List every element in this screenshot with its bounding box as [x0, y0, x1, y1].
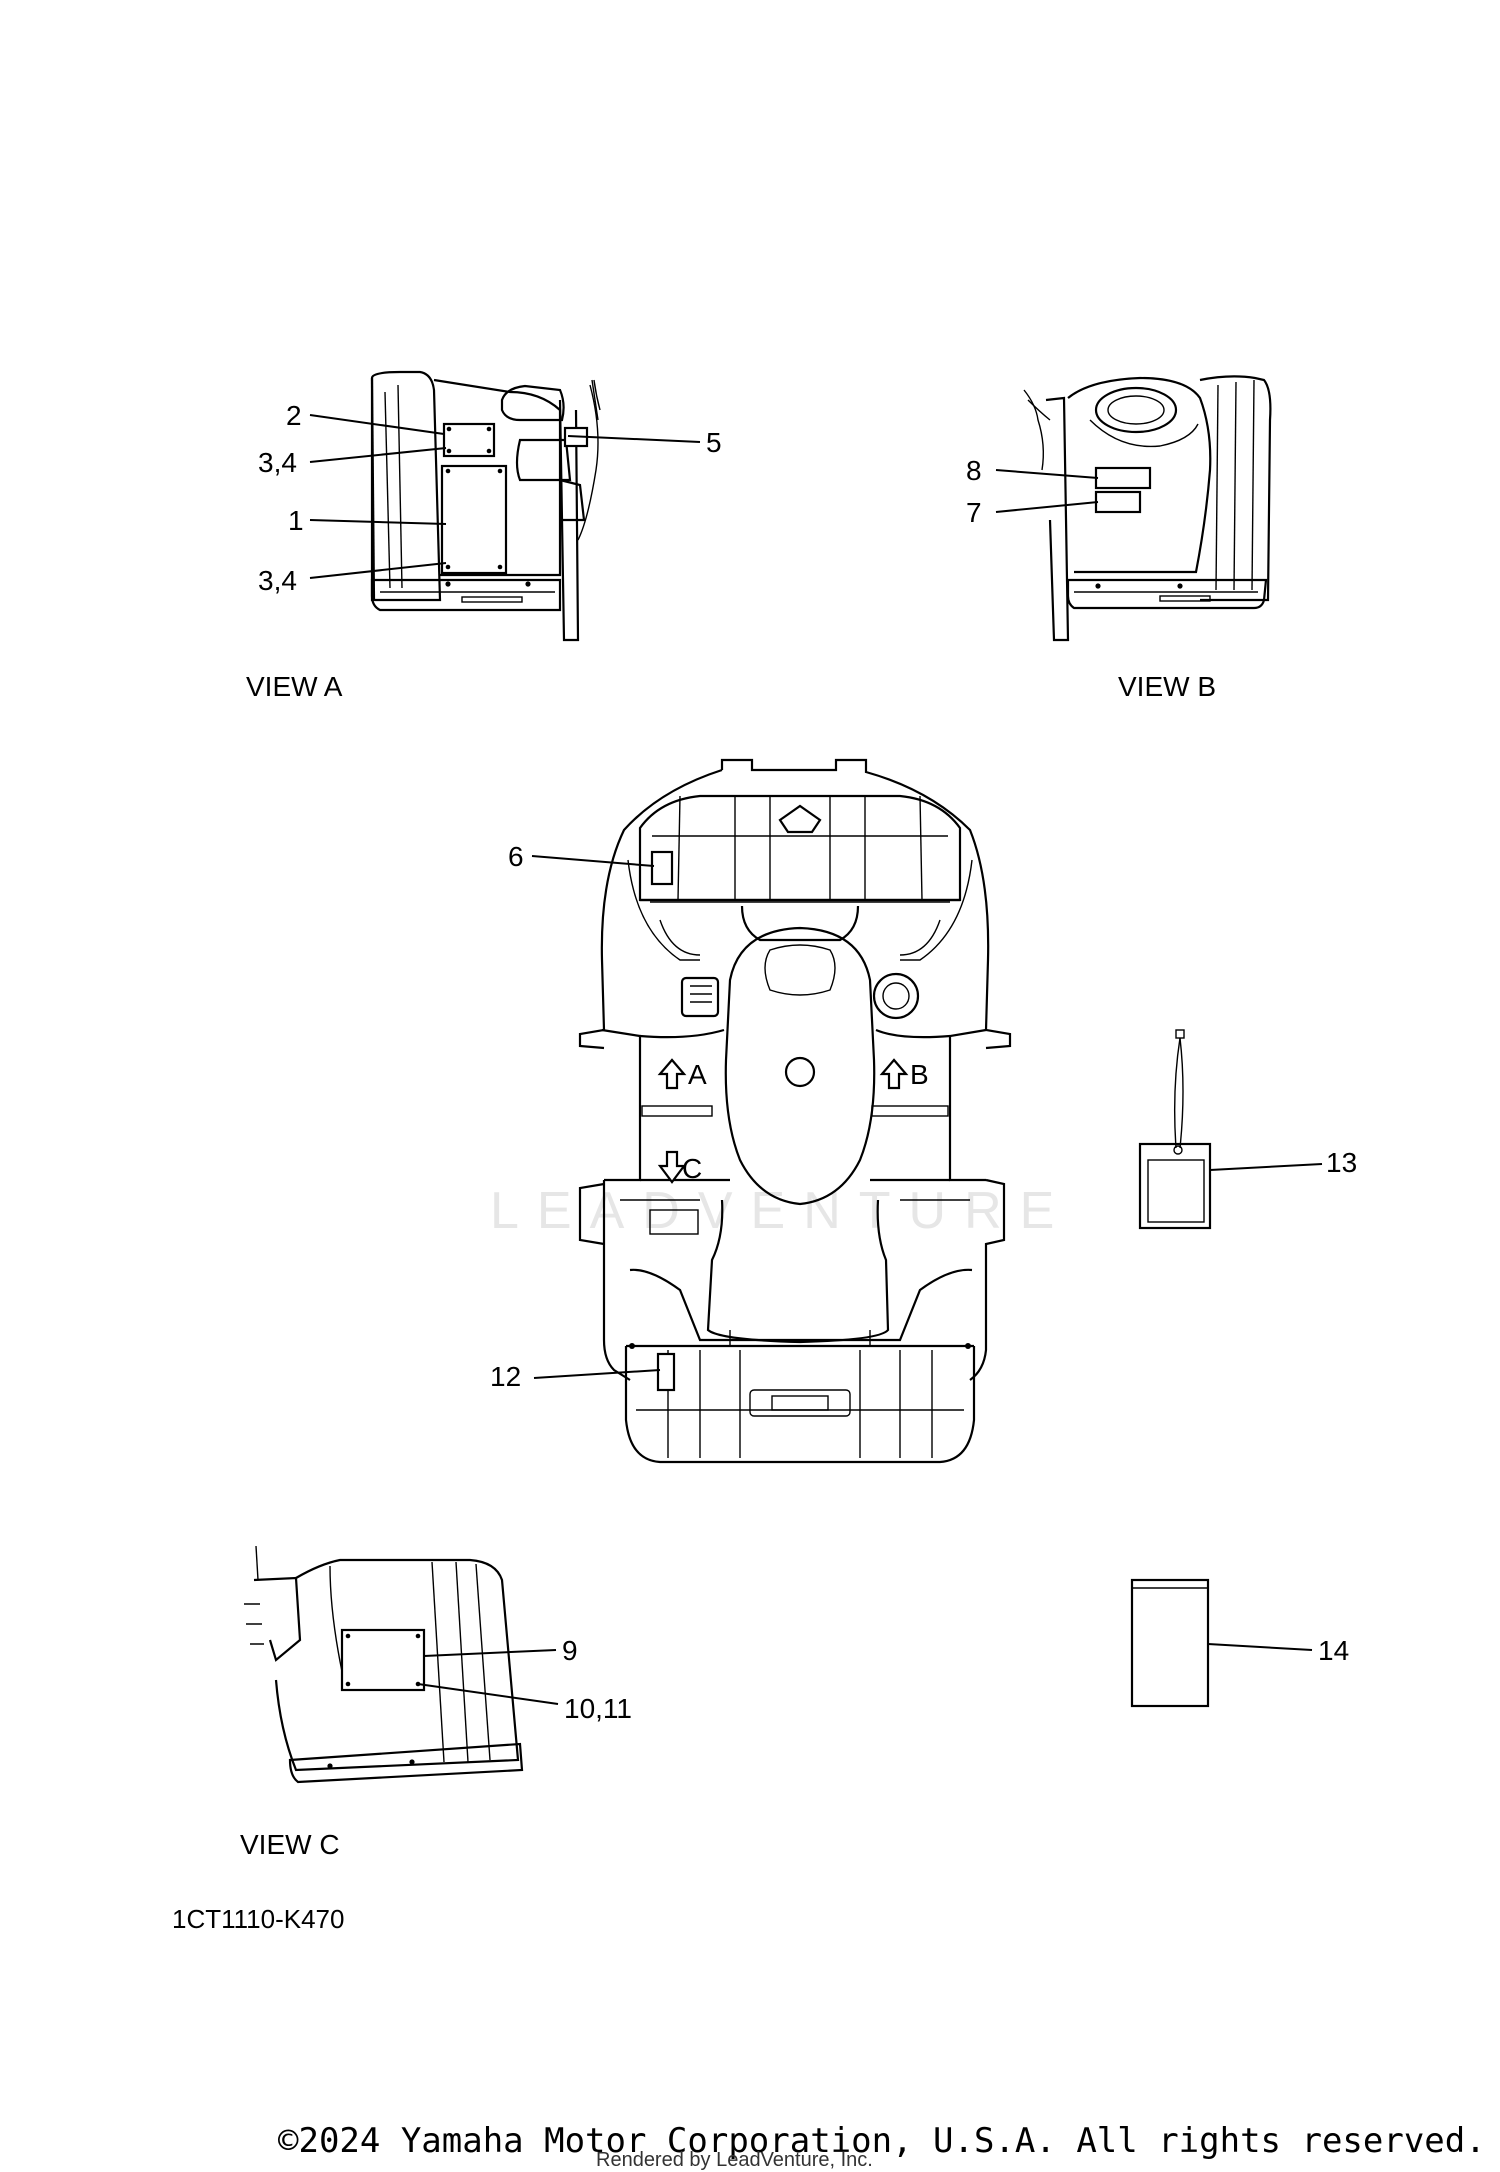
view-c-drawing — [244, 1545, 559, 1784]
callout-14: 14 — [1318, 1635, 1349, 1666]
view-b-drawing — [995, 375, 1272, 642]
arrow-b-label: B — [910, 1059, 929, 1090]
label-1-plate — [440, 464, 508, 575]
callout-6: 6 — [508, 841, 524, 872]
diagram-code: 1CT1110-K470 — [172, 1904, 344, 1934]
callout-7: 7 — [966, 497, 982, 528]
item-13-hang-tag — [1138, 1029, 1323, 1230]
callout-3-4-bottom: 3,4 — [258, 565, 297, 596]
label-7-sticker — [1094, 490, 1142, 514]
label-8-sticker — [1094, 466, 1152, 490]
item-14-manual — [1130, 1578, 1313, 1708]
atv-top-view-drawing — [531, 758, 1012, 1464]
view-c-label: VIEW C — [240, 1829, 340, 1860]
arrow-b-up-icon — [879, 1058, 909, 1090]
watermark-text: LEADVENTURE — [490, 1182, 1072, 1240]
callout-9: 9 — [562, 1635, 578, 1666]
label-12-sticker — [656, 1352, 676, 1392]
rendered-by-text: Rendered by LeadVenture, Inc. — [596, 2149, 873, 2171]
label-2-plate — [442, 422, 496, 458]
callout-13: 13 — [1326, 1147, 1357, 1178]
copyright-notice: ©2024 Yamaha Motor Corporation, U.S.A. A… — [278, 2121, 1486, 2161]
callout-10-11: 10,11 — [564, 1693, 632, 1724]
view-a-label: VIEW A — [246, 671, 343, 702]
callout-1: 1 — [288, 505, 304, 536]
arrow-c-down-icon — [657, 1150, 687, 1184]
callout-3-4-top: 3,4 — [258, 447, 297, 478]
label-6-sticker — [650, 850, 674, 886]
callout-2: 2 — [286, 400, 302, 431]
arrow-a-up-icon — [657, 1058, 687, 1090]
view-b-label: VIEW B — [1118, 671, 1216, 702]
view-a-drawing — [309, 370, 701, 642]
arrow-a-label: A — [688, 1059, 707, 1090]
label-9-plate — [340, 1628, 426, 1692]
callout-5: 5 — [706, 427, 722, 458]
arrow-c-label: C — [682, 1153, 702, 1184]
callout-12: 12 — [490, 1361, 521, 1392]
callout-8: 8 — [966, 455, 982, 486]
